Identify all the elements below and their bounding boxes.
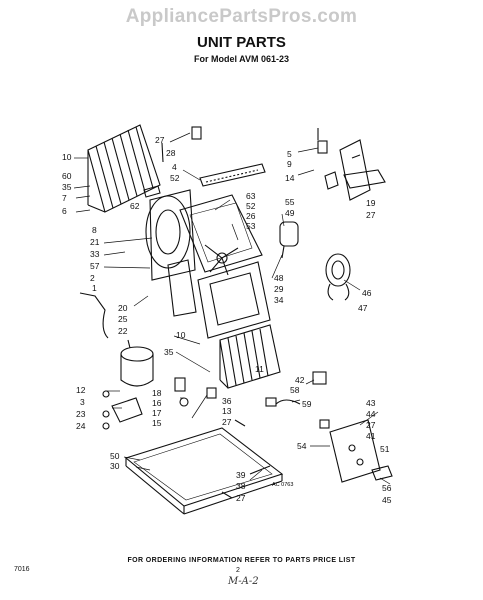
top-rail xyxy=(199,163,266,187)
base-pan xyxy=(124,427,284,515)
callout-23: 23 xyxy=(76,409,86,419)
callout-11: 11 xyxy=(255,364,264,374)
fan-motor xyxy=(279,221,299,259)
callout-17: 17 xyxy=(152,408,162,418)
callout-27c: 27 xyxy=(222,417,232,427)
callout-38: 38 xyxy=(236,481,246,491)
callout-28: 28 xyxy=(166,148,176,158)
callout-53: 53 xyxy=(246,221,256,231)
callout-52a: 52 xyxy=(170,173,180,183)
callout-19: 19 xyxy=(366,198,376,208)
blower-motor xyxy=(325,253,351,301)
callout-7: 7 xyxy=(62,193,67,203)
callout-52b: 52 xyxy=(246,201,256,211)
control-panel xyxy=(319,419,393,483)
diagram-ref-code: AC 0763 xyxy=(272,482,293,488)
callout-29: 29 xyxy=(274,284,284,294)
callout-10a: 10 xyxy=(62,152,72,162)
callout-18: 18 xyxy=(152,388,162,398)
callout-41: 41 xyxy=(366,431,376,441)
power-cord xyxy=(79,292,109,339)
leader-lines xyxy=(73,132,391,485)
callout-45: 45 xyxy=(382,495,392,505)
callout-30: 30 xyxy=(110,461,120,471)
callout-15: 15 xyxy=(152,418,162,428)
callout-63: 63 xyxy=(246,191,256,201)
model-subtitle: For Model AVM 061-23 xyxy=(193,54,290,64)
callout-2: 2 xyxy=(90,273,95,283)
compressor xyxy=(120,339,154,387)
callout-8: 8 xyxy=(92,225,97,235)
callout-13: 13 xyxy=(222,406,232,416)
callout-62: 62 xyxy=(130,201,140,211)
callout-48: 48 xyxy=(274,273,284,283)
handwritten-mark: M-A-2 xyxy=(228,576,259,587)
bracket-28 xyxy=(191,126,202,140)
callout-47: 47 xyxy=(358,303,368,313)
watermark: AppliancePartsPros.com xyxy=(125,6,358,27)
page-title: UNIT PARTS xyxy=(197,34,286,51)
compressor-mount xyxy=(102,390,143,430)
callout-33: 33 xyxy=(90,249,100,259)
callout-10b: 10 xyxy=(176,330,186,340)
evaporator-coil xyxy=(219,324,281,389)
callout-55: 55 xyxy=(285,197,295,207)
page-number: 2 xyxy=(236,567,240,574)
callout-54: 54 xyxy=(297,441,307,451)
fan-shroud xyxy=(145,189,196,281)
callout-22: 22 xyxy=(118,326,128,336)
callout-56: 56 xyxy=(382,483,392,493)
callout-35b: 35 xyxy=(164,347,174,357)
callout-46: 46 xyxy=(362,288,372,298)
callout-59: 59 xyxy=(302,399,312,409)
callout-44: 44 xyxy=(366,409,376,419)
callout-39: 39 xyxy=(236,470,246,480)
overload-protector xyxy=(174,377,186,392)
callout-14: 14 xyxy=(285,173,295,183)
callout-34: 34 xyxy=(274,295,284,305)
callout-60: 60 xyxy=(62,171,72,181)
callout-12: 12 xyxy=(76,385,86,395)
callout-35a: 35 xyxy=(62,182,72,192)
callout-50: 50 xyxy=(110,451,120,461)
condenser-coil xyxy=(87,124,161,213)
callout-49: 49 xyxy=(285,208,295,218)
callout-1: 1 xyxy=(92,283,97,293)
side-panel xyxy=(167,259,197,317)
callout-43: 43 xyxy=(366,398,376,408)
callout-24: 24 xyxy=(76,421,86,431)
callout-57: 57 xyxy=(90,261,100,271)
callout-42: 42 xyxy=(295,375,305,385)
callout-5: 5 xyxy=(287,149,292,159)
control-bracket xyxy=(317,128,386,201)
callout-36: 36 xyxy=(222,396,232,406)
callout-27b: 27 xyxy=(366,210,376,220)
callout-9: 9 xyxy=(287,159,292,169)
callout-27d: 27 xyxy=(366,420,376,430)
thermostat xyxy=(312,371,327,385)
ordering-note: FOR ORDERING INFORMATION REFER TO PARTS … xyxy=(127,557,356,564)
orifice-frame xyxy=(197,261,271,339)
doc-code: 7016 xyxy=(14,566,30,573)
callout-21: 21 xyxy=(90,237,100,247)
callout-27e: 27 xyxy=(236,493,246,503)
callout-3: 3 xyxy=(80,397,85,407)
callout-27a: 27 xyxy=(155,135,165,145)
callout-6: 6 xyxy=(62,206,67,216)
callout-16: 16 xyxy=(152,398,162,408)
callout-58: 58 xyxy=(290,385,300,395)
callout-labels: 27 28 4 52 10 60 35 7 6 62 8 21 33 57 63… xyxy=(62,135,392,505)
callout-4: 4 xyxy=(172,162,177,172)
callout-26: 26 xyxy=(246,211,256,221)
partition-panel xyxy=(179,194,263,276)
callout-51: 51 xyxy=(380,444,390,454)
callout-20: 20 xyxy=(118,303,128,313)
callout-25: 25 xyxy=(118,314,128,324)
